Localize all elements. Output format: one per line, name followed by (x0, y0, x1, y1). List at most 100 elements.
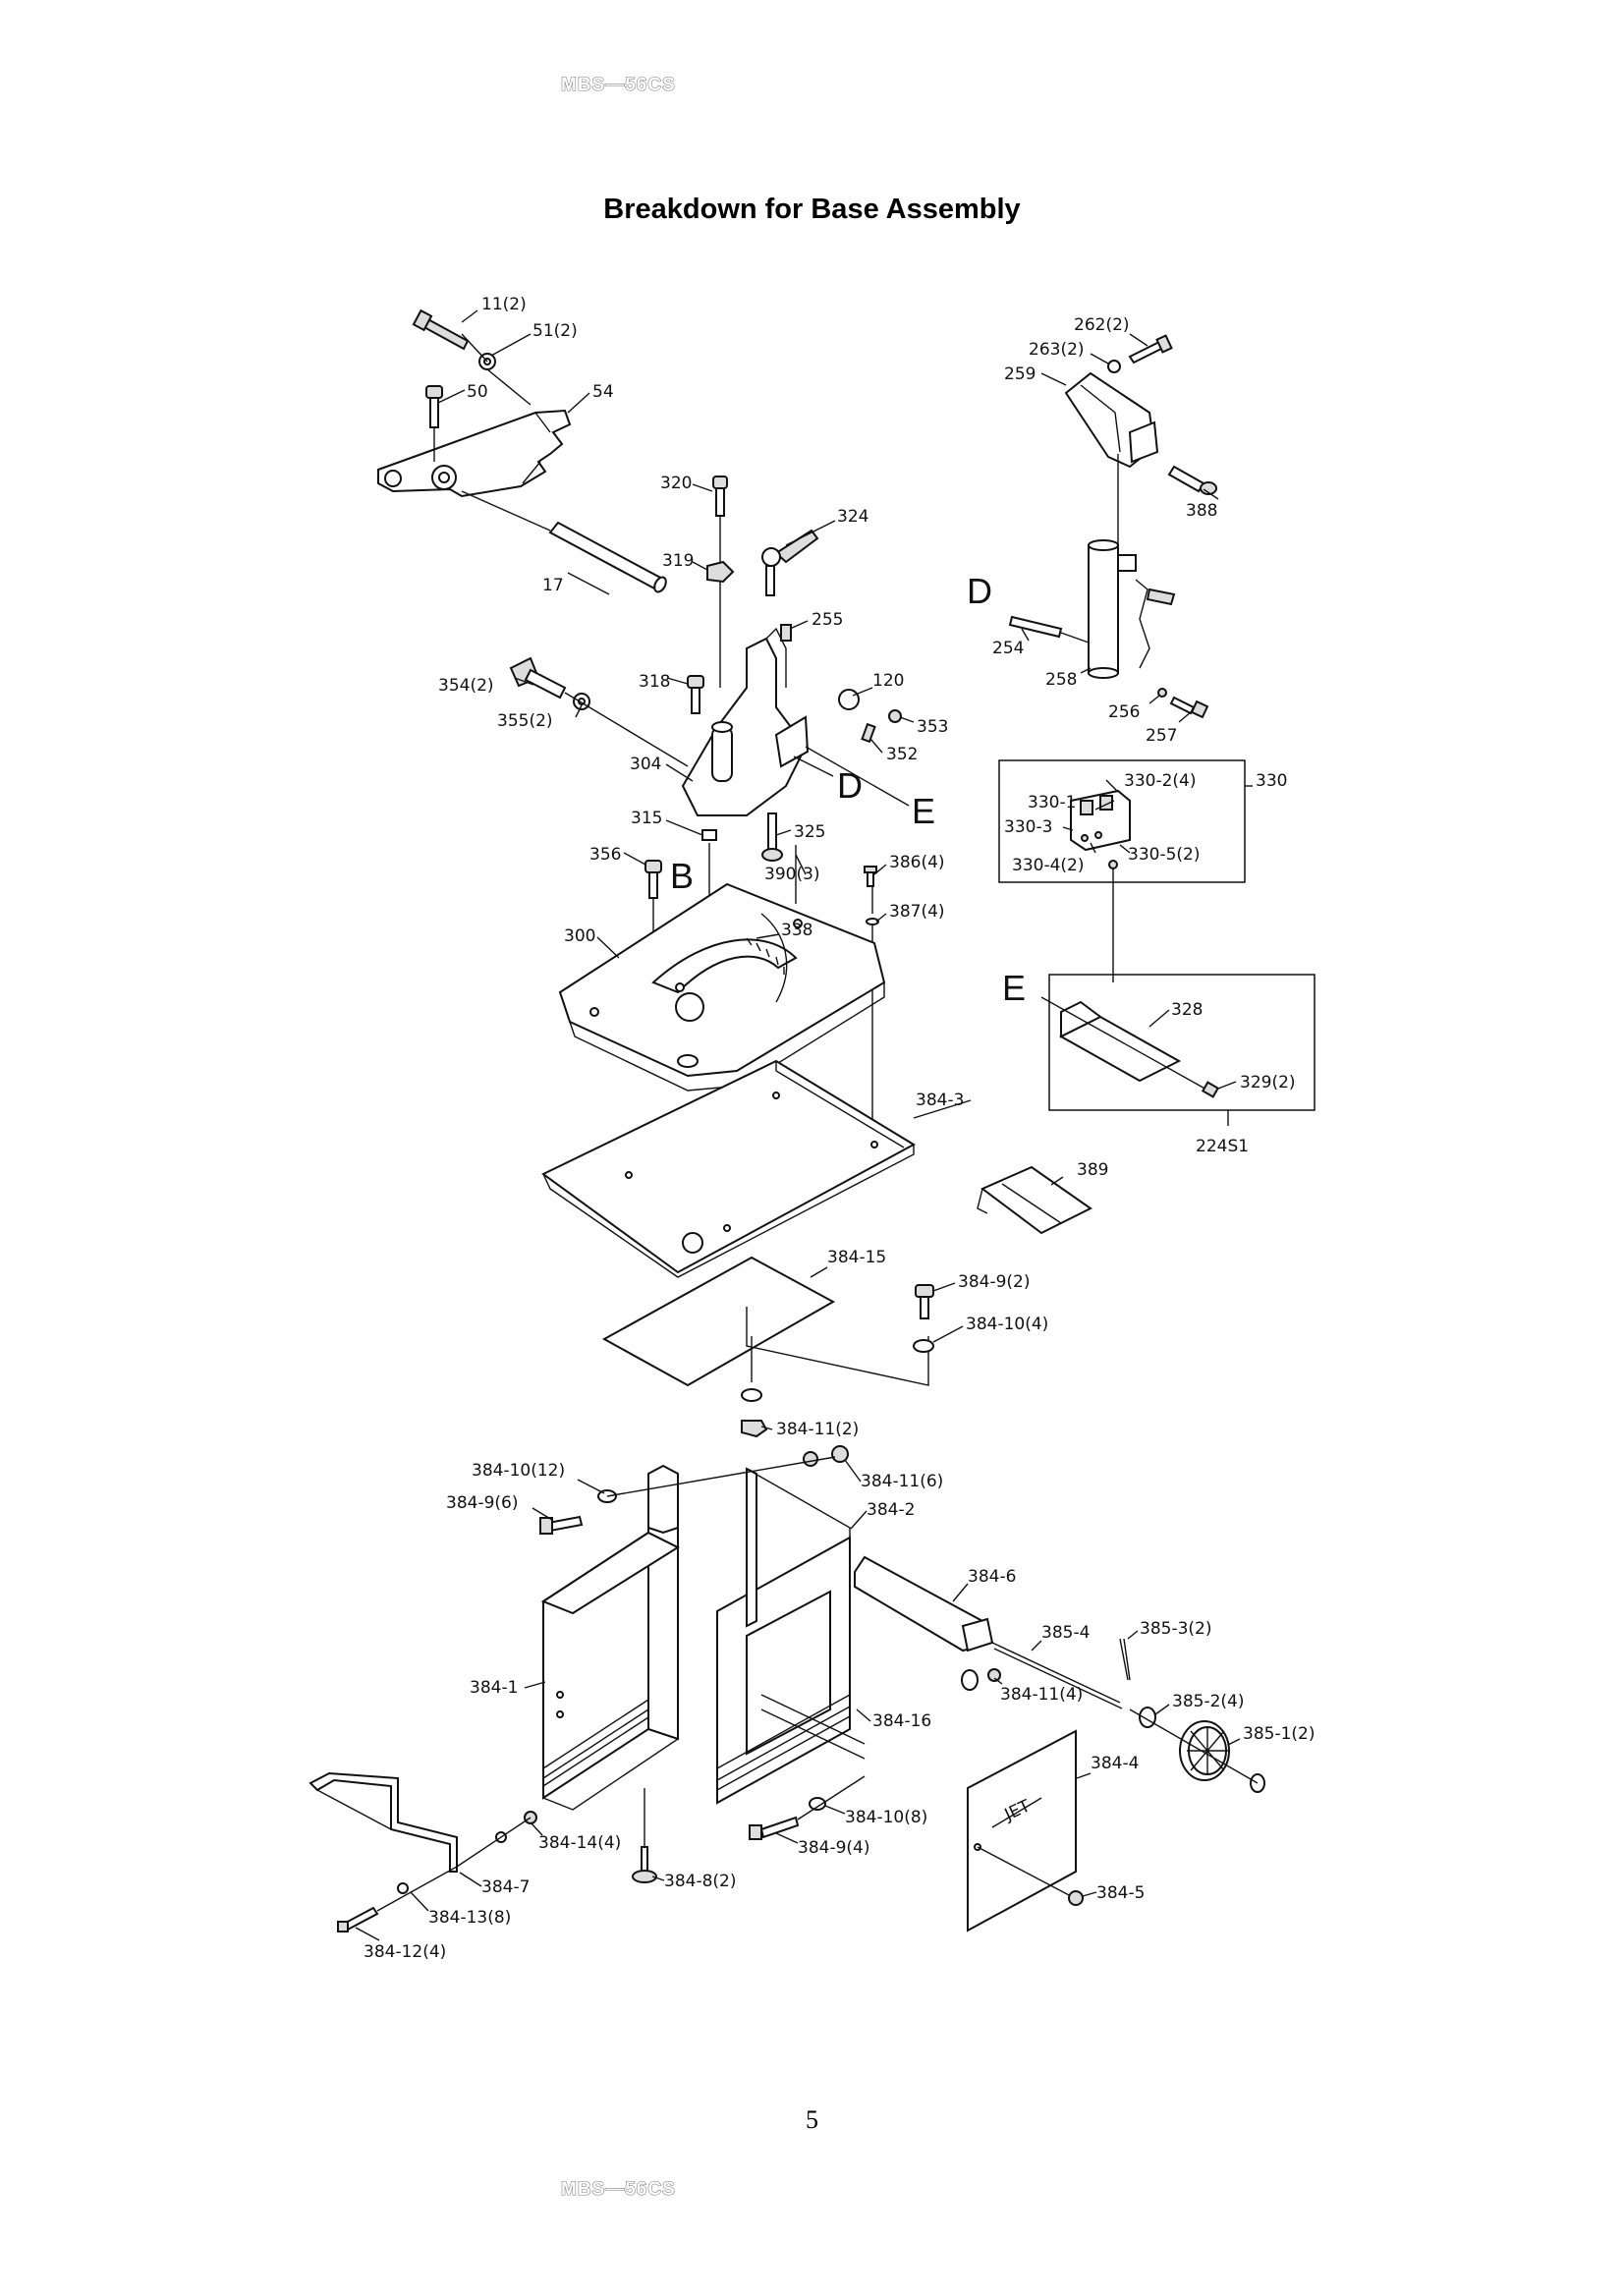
page-number: 5 (806, 2105, 818, 2134)
part-385-1-wheel (1179, 1720, 1265, 1793)
part-356-bolt (644, 860, 662, 899)
callout-388: 388 (1186, 501, 1217, 521)
callout-352: 352 (886, 745, 918, 764)
callout-D-right: D (967, 571, 992, 611)
part-384-12-screw (337, 1906, 379, 1932)
part-17-shaft (461, 490, 667, 593)
part-385-3-cotter-pin (1119, 1638, 1131, 1681)
callout-384-10-top: 384-10(4) (966, 1315, 1048, 1334)
part-318-bolt (687, 675, 704, 714)
part-262-screw (1128, 334, 1173, 364)
callout-E-right: E (1002, 968, 1026, 1008)
part-384-4-cover-plate (967, 1729, 1077, 1932)
callout-328: 328 (1171, 1000, 1203, 1020)
callout-385-2: 385-2(4) (1172, 1692, 1244, 1711)
callout-325: 325 (794, 822, 825, 842)
part-255-screw (780, 624, 792, 642)
callout-254: 254 (992, 639, 1024, 658)
page-title: Breakdown for Base Assembly (603, 194, 1021, 225)
callout-384-4: 384-4 (1091, 1754, 1139, 1773)
callout-E: E (912, 791, 935, 831)
callout-389: 389 (1077, 1160, 1108, 1180)
callout-B: B (670, 856, 694, 896)
callout-50: 50 (467, 382, 488, 402)
part-384-9-bolt-bottom (749, 1816, 800, 1840)
callout-338: 338 (781, 921, 812, 940)
callout-17: 17 (542, 576, 564, 595)
callout-387: 387(4) (889, 902, 945, 922)
callout-384-14: 384-14(4) (538, 1833, 621, 1853)
callout-330-5: 330-5(2) (1128, 845, 1200, 865)
callout-257: 257 (1146, 726, 1177, 746)
part-330-1-switch (1070, 789, 1131, 852)
callout-384-1: 384-1 (470, 1678, 518, 1698)
part-304-pivot-body (681, 627, 810, 816)
callout-356: 356 (589, 845, 621, 865)
callout-224S1: 224S1 (1196, 1137, 1249, 1156)
part-354-bolt (509, 656, 567, 700)
part-256-washer (1157, 688, 1167, 698)
callout-256: 256 (1108, 702, 1140, 722)
part-384-10-washer-bottom (809, 1797, 826, 1811)
callout-315: 315 (631, 809, 662, 828)
part-388-bolt (1167, 465, 1217, 495)
callout-318: 318 (639, 672, 670, 692)
part-54-bracket (377, 409, 572, 498)
part-330-switch-box-frame (998, 759, 1253, 883)
part-11-bolt (412, 308, 470, 351)
part-384-7-handle (308, 1771, 458, 1873)
callout-384-6: 384-6 (968, 1567, 1016, 1587)
callout-384-9-top: 384-9(2) (958, 1272, 1030, 1292)
callout-384-8: 384-8(2) (664, 1872, 736, 1891)
part-263-washer (1107, 360, 1121, 373)
callout-353: 353 (917, 717, 948, 737)
callout-330-3: 330-3 (1004, 817, 1052, 837)
part-384-16-brace (760, 1694, 866, 1760)
part-320-bolt (712, 476, 728, 517)
callout-384-10-bottom: 384-10(8) (845, 1808, 927, 1827)
part-386-screw (864, 866, 877, 887)
part-258-cylinder (1088, 539, 1176, 679)
part-384-3-tray (541, 1059, 917, 1278)
part-384-1-side-panel (540, 1531, 681, 1811)
part-315-nut (701, 829, 717, 841)
part-325-bolt (761, 812, 783, 862)
callout-259: 259 (1004, 364, 1036, 384)
part-300-table (558, 882, 886, 1092)
part-384-13-washers (397, 1882, 409, 1894)
callout-11: 11(2) (481, 295, 527, 314)
part-259-bracket (1064, 371, 1159, 469)
callout-300: 300 (564, 926, 595, 946)
part-224S1-frame (1048, 974, 1316, 1126)
callout-384-5: 384-5 (1096, 1883, 1145, 1903)
callout-390: 390(3) (764, 865, 820, 884)
callout-354: 354(2) (438, 676, 494, 696)
callout-330-1: 330-1 (1028, 793, 1076, 812)
callout-120: 120 (872, 671, 904, 691)
part-384-11-nut-top (741, 1420, 768, 1438)
callout-385-4: 385-4 (1041, 1623, 1090, 1643)
callout-255: 255 (812, 610, 843, 630)
callout-384-10-left: 384-10(12) (472, 1461, 565, 1481)
part-callouts: 11(2) 51(2) 50 54 17 320 324 319 255 120… (364, 295, 1315, 1962)
part-324-handle (761, 529, 819, 596)
callout-304: 304 (630, 755, 661, 774)
model-tag-header: MBS—56CS (560, 74, 676, 95)
callout-386: 386(4) (889, 853, 945, 872)
callout-384-3: 384-3 (916, 1091, 964, 1110)
part-385-4-axle (991, 1642, 1123, 1709)
callout-384-11-top: 384-11(2) (776, 1420, 859, 1439)
callout-330: 330 (1256, 771, 1287, 791)
part-355-washer (573, 693, 590, 710)
part-384-1-rear-flange (647, 1464, 679, 1549)
part-384-15-sheet (601, 1256, 929, 1387)
part-387-washer (866, 918, 879, 925)
part-384-9-bolt-top (915, 1284, 934, 1319)
part-120-bushing (838, 689, 860, 710)
part-257-screw (1169, 696, 1209, 719)
callout-384-9-bottom: 384-9(4) (798, 1838, 869, 1858)
callout-51: 51(2) (532, 321, 578, 341)
callout-384-16: 384-16 (872, 1711, 931, 1731)
callout-384-2: 384-2 (867, 1500, 915, 1520)
